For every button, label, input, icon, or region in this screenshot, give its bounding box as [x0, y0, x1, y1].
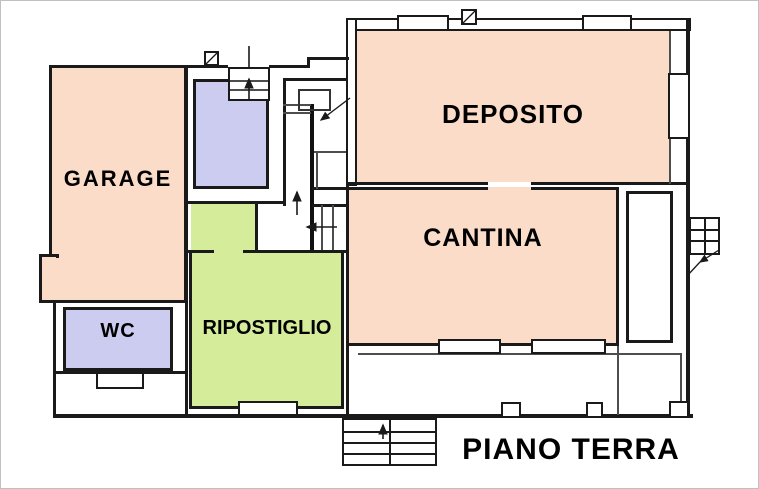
- porch-line: [680, 353, 682, 415]
- wall: [531, 182, 688, 185]
- wall: [686, 18, 690, 418]
- wall: [531, 187, 619, 190]
- wall: [53, 414, 693, 418]
- window: [96, 372, 144, 389]
- wall: [255, 201, 258, 250]
- stair-step-line: [230, 80, 268, 82]
- wall: [312, 204, 346, 207]
- room-ripostiglio-strip: [191, 203, 255, 253]
- stair-step-line: [314, 151, 346, 153]
- wall: [185, 65, 188, 418]
- room-wc: [63, 307, 173, 371]
- wall: [243, 250, 346, 253]
- window: [668, 73, 690, 139]
- room-cantina: [349, 187, 617, 345]
- room-garage-label: GARAGE: [63, 166, 173, 191]
- wall: [616, 187, 619, 346]
- stair-step-line: [316, 151, 318, 189]
- porch-line: [358, 353, 682, 355]
- wall: [341, 252, 344, 409]
- stair-step-line: [332, 205, 334, 250]
- wall: [187, 201, 283, 204]
- wall: [189, 252, 192, 409]
- chimney: [461, 9, 477, 25]
- wall: [269, 65, 309, 68]
- room-cantina-label: CANTINA: [423, 224, 543, 252]
- wall: [346, 184, 349, 416]
- pillar: [669, 401, 689, 418]
- room-garage: [49, 65, 187, 303]
- plan-title: PIANO TERRA: [462, 433, 680, 466]
- room-wc-label: WC: [100, 320, 136, 342]
- wall: [187, 250, 214, 253]
- room-unlabeled-right: [626, 191, 673, 343]
- chimney: [204, 51, 219, 66]
- stair-step-line: [283, 112, 311, 114]
- external-stairs-right: [689, 217, 720, 255]
- wall: [312, 187, 346, 190]
- wall: [307, 57, 349, 60]
- stair-landing: [298, 89, 331, 111]
- window: [397, 15, 449, 31]
- pillar: [501, 402, 521, 418]
- wall: [348, 182, 488, 185]
- wall: [187, 65, 228, 68]
- window: [582, 15, 632, 31]
- stair-divider-wall: [310, 104, 314, 250]
- stair-step-line: [321, 205, 323, 250]
- window: [438, 339, 501, 354]
- window: [531, 339, 606, 354]
- external-stairs-bottom: [342, 418, 437, 466]
- pillar: [586, 402, 603, 418]
- wall: [283, 78, 346, 81]
- room-deposito: [356, 31, 670, 182]
- wall: [283, 78, 286, 206]
- room-deposito-label: DEPOSITO: [442, 99, 584, 129]
- room-ripostiglio: [191, 252, 343, 408]
- entrance-steps: [228, 67, 270, 101]
- stair-step-line: [283, 104, 311, 106]
- wall: [307, 57, 310, 68]
- room-ripostiglio-label: RIPOSTIGLIO: [202, 317, 332, 339]
- wall: [53, 303, 56, 417]
- room-garage-notch-join: [51, 258, 60, 300]
- wall: [349, 187, 488, 190]
- stair-step-line: [230, 89, 268, 91]
- window: [238, 401, 298, 416]
- porch-line: [617, 346, 619, 415]
